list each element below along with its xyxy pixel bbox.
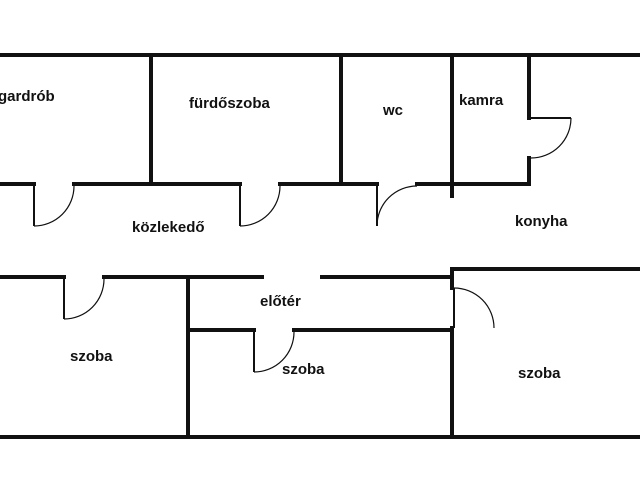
door-szoba-right[interactable] — [453, 287, 495, 329]
label-eloter: előtér — [260, 293, 301, 310]
door-kamra[interactable] — [530, 117, 572, 159]
label-gardrob: gardrób — [0, 88, 55, 105]
label-szoba-right: szoba — [518, 365, 561, 382]
label-kamra: kamra — [459, 92, 504, 109]
doors — [33, 117, 572, 373]
label-szoba-middle: szoba — [282, 361, 325, 378]
room-labels: gardrób fürdőszoba wc kamra közlekedő ko… — [0, 88, 568, 382]
label-wc: wc — [382, 102, 403, 119]
label-kozlekedo: közlekedő — [132, 219, 205, 236]
door-furdoszoba[interactable] — [239, 185, 281, 227]
door-szoba-left[interactable] — [63, 278, 105, 320]
door-szoba-middle[interactable] — [253, 331, 295, 373]
door-gardrob[interactable] — [33, 185, 75, 227]
walls — [0, 53, 640, 439]
label-furdoszoba: fürdőszoba — [189, 95, 270, 112]
label-szoba-left: szoba — [70, 348, 113, 365]
door-wc[interactable] — [376, 185, 418, 227]
label-konyha: konyha — [515, 213, 568, 230]
